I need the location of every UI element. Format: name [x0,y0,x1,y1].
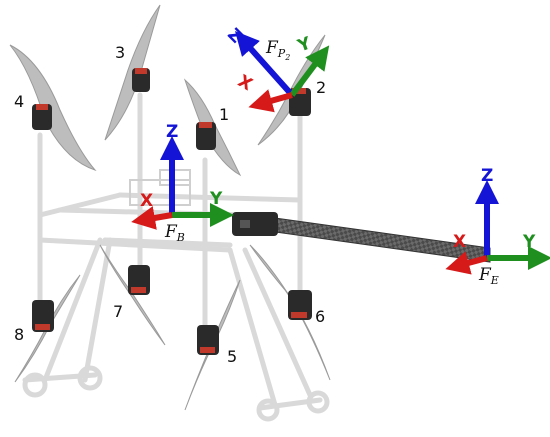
frame-subscript-2: 2 [284,53,290,62]
frame-letter: F [478,265,492,285]
axis-x-arrow [248,89,293,113]
motor-label-3: 3 [115,43,125,62]
arm-clamp [232,212,278,236]
manipulator-arm [232,212,491,263]
axis-x-label: X [140,191,153,211]
axis-y-label: Y [522,232,536,252]
frame-label-base: FB [164,222,185,244]
motor-8 [32,300,54,332]
axis-x-label: X [453,232,466,252]
motor-3 [132,68,150,92]
axis-z-label: Z [166,122,178,142]
motor-label-5: 5 [227,347,237,366]
frame-subscript: B [176,231,185,244]
axis-x-label: X [234,71,255,95]
axis-y-arrow [289,45,330,97]
frame-label-propeller: FP2 [265,38,290,62]
motor-4 [32,104,52,130]
frame-letter: F [164,222,178,242]
frame-letter: F [265,38,279,58]
axis-x-arrow [445,251,488,275]
propeller-6 [249,244,331,381]
motors [32,68,312,355]
frame-subscript: P [277,47,286,60]
motor-7 [128,265,150,295]
motor-label-4: 4 [14,92,24,111]
motor-label-1: 1 [219,105,229,124]
axis-y-label: Y [209,189,223,209]
axis-z-arrow [235,31,295,97]
axis-x-arrow [131,206,173,230]
motor-label-2: 2 [316,78,326,97]
frame-subscript: E [490,274,499,287]
motor-1 [196,122,216,150]
propeller-4 [9,44,97,172]
frame-end-effector: Z Y X FE [445,166,550,287]
motor-label-8: 8 [14,325,24,344]
axis-z-label: Z [481,166,493,186]
motor-label-7: 7 [113,302,123,321]
motor-5 [197,325,219,355]
motor-label-6: 6 [315,307,325,326]
motor-6 [288,290,312,320]
frame-label-end-effector: FE [478,265,499,287]
frame-base: Z Y X FB [131,122,234,244]
